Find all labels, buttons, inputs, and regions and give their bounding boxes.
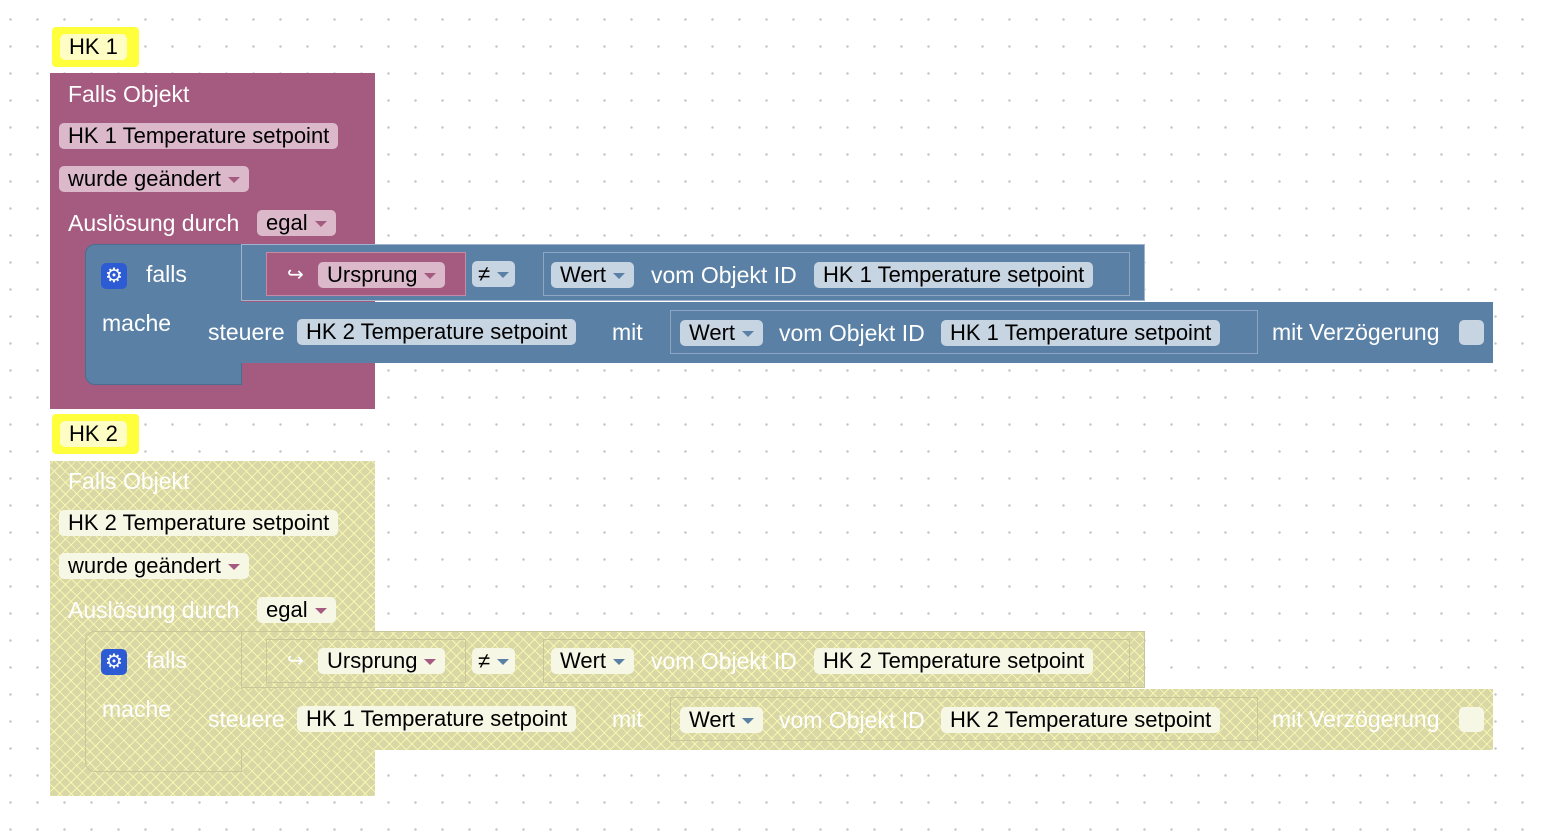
control-target-field[interactable]: HK 2 Temperature setpoint [297,319,577,345]
get-value-block[interactable]: Wert vom Objekt ID HK 2 Temperature setp… [543,639,1130,683]
delay-checkbox[interactable] [1459,320,1484,345]
trigger-by-dropdown[interactable]: egal [257,210,336,236]
control-label: steuere [208,706,285,732]
gear-icon[interactable]: ⚙ [101,263,127,289]
source-value-block[interactable]: Wert vom Objekt ID HK 1 Temperature setp… [670,310,1258,354]
do-label: mache [102,310,172,336]
delay-label: mit Verzögerung [1272,706,1440,732]
compare-block[interactable]: ↪ Ursprung ≠ Wert vom Objekt ID HK 1 Tem… [241,244,1145,301]
delay-label: mit Verzögerung [1272,319,1440,345]
compare-object-field[interactable]: HK 1 Temperature setpoint [814,262,1094,288]
trigger-by-dropdown[interactable]: egal [257,597,336,623]
control-block[interactable]: steuere HK 2 Temperature setpoint mit We… [191,302,1493,363]
operator-dropdown[interactable]: ≠ [472,648,516,674]
comment-label[interactable]: HK 2 [52,414,139,454]
trigger-object-field[interactable]: HK 1 Temperature setpoint [59,123,339,149]
trigger-event-dropdown[interactable]: wurde geändert [59,166,249,192]
source-value-dropdown[interactable]: Wert [680,707,764,733]
origin-arrow-icon: ↪ [287,264,304,286]
source-value-dropdown[interactable]: Wert [680,320,764,346]
compare-object-field[interactable]: HK 2 Temperature setpoint [814,648,1094,674]
value-dropdown[interactable]: Wert [551,262,635,288]
of-object-label: vom Objekt ID [651,262,797,288]
origin-block[interactable]: ↪ Ursprung [266,252,466,296]
with-label: mit [612,319,643,345]
label-text: HK 1 [60,34,127,60]
comment-label[interactable]: HK 1 [52,27,139,67]
if-label: falls [146,647,187,673]
source-object-field[interactable]: HK 2 Temperature setpoint [941,707,1221,733]
source-value-block[interactable]: Wert vom Objekt ID HK 2 Temperature setp… [670,697,1258,741]
trigger-by-label: Auslösung durch [68,597,240,623]
source-of-label: vom Objekt ID [779,707,925,733]
of-object-label: vom Objekt ID [651,648,797,674]
gear-icon[interactable]: ⚙ [101,649,127,675]
origin-block[interactable]: ↪ Ursprung [266,639,466,683]
control-target-field[interactable]: HK 1 Temperature setpoint [297,706,577,732]
trigger-object-field[interactable]: HK 2 Temperature setpoint [59,510,339,536]
value-dropdown[interactable]: Wert [551,648,635,674]
if-label: falls [146,261,187,287]
compare-block[interactable]: ↪ Ursprung ≠ Wert vom Objekt ID HK 2 Tem… [241,631,1145,688]
delay-checkbox[interactable] [1459,707,1484,732]
origin-dropdown[interactable]: Ursprung [318,648,446,674]
source-of-label: vom Objekt ID [779,320,925,346]
trigger-title: Falls Objekt [68,81,190,107]
label-text: HK 2 [60,421,127,447]
trigger-by-label: Auslösung durch [68,210,240,236]
trigger-event-dropdown[interactable]: wurde geändert [59,553,249,579]
control-label: steuere [208,319,285,345]
origin-dropdown[interactable]: Ursprung [318,262,446,288]
with-label: mit [612,706,643,732]
origin-arrow-icon: ↪ [287,650,304,672]
control-block[interactable]: steuere HK 1 Temperature setpoint mit We… [191,689,1493,750]
get-value-block[interactable]: Wert vom Objekt ID HK 1 Temperature setp… [543,252,1130,296]
trigger-title: Falls Objekt [68,468,190,494]
source-object-field[interactable]: HK 1 Temperature setpoint [941,320,1221,346]
do-label: mache [102,696,172,722]
operator-dropdown[interactable]: ≠ [472,261,516,287]
